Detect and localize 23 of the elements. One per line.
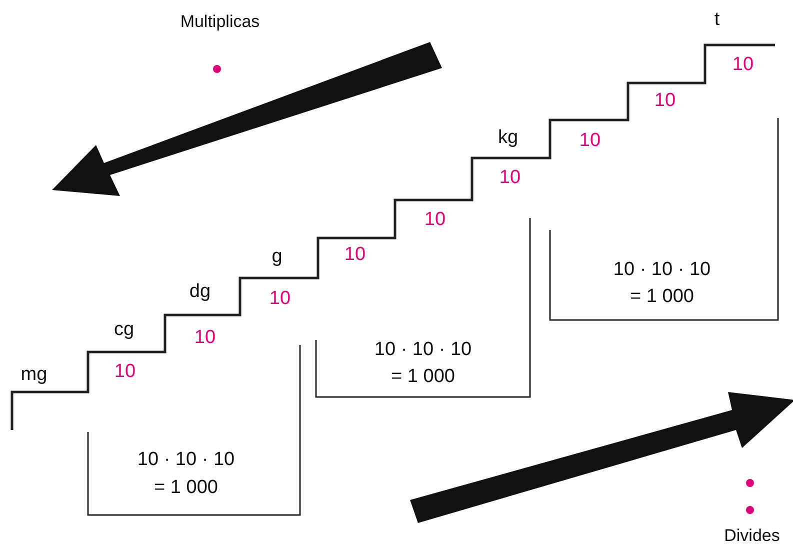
- product-text: 10 · 10 · 10: [374, 339, 472, 361]
- factor-label: 10: [424, 209, 446, 231]
- product-text: 10 · 10 · 10: [137, 449, 235, 471]
- result-text: = 1 000: [630, 286, 694, 308]
- unit-label: g: [272, 246, 282, 268]
- factor-label: 10: [579, 130, 601, 152]
- unit-label: t: [714, 9, 720, 31]
- unit-label: cg: [114, 319, 134, 341]
- factor-label: 10: [114, 361, 136, 383]
- factor-label: 10: [499, 167, 521, 189]
- factor-label: 10: [344, 244, 366, 266]
- unit-label: mg: [20, 364, 48, 386]
- result-text: = 1 000: [391, 366, 455, 388]
- product-text: 10 · 10 · 10: [613, 259, 711, 281]
- factor-label: 10: [732, 54, 754, 76]
- result-text: = 1 000: [154, 477, 218, 499]
- heading: Multiplicas: [180, 11, 260, 33]
- factor-label: 10: [269, 288, 291, 310]
- unit-label: dg: [189, 281, 211, 303]
- factor-label: 10: [194, 327, 216, 349]
- unit-label: kg: [498, 127, 518, 149]
- factor-label: 10: [654, 90, 676, 112]
- heading: Divides: [724, 525, 780, 546]
